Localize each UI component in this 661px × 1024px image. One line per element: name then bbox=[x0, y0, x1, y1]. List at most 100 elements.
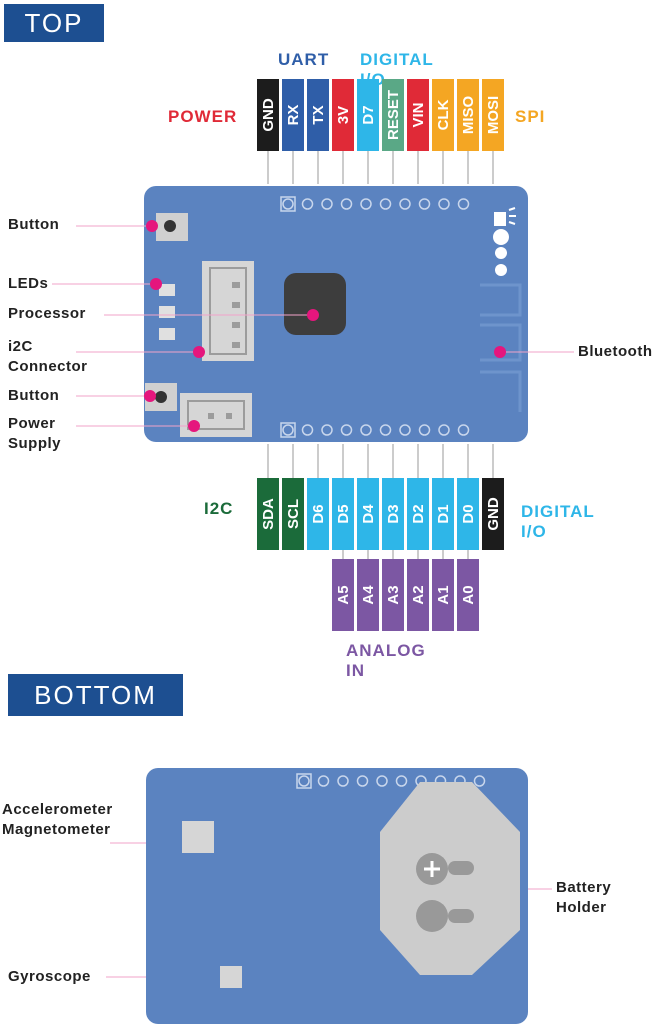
spi-group-label: SPI bbox=[515, 107, 546, 126]
top-pin-label: MISO bbox=[460, 96, 477, 135]
bottom-pin-box bbox=[457, 478, 479, 550]
top-pin-label: 3V bbox=[335, 106, 352, 124]
header-hole bbox=[282, 424, 294, 436]
top-pin-box bbox=[432, 79, 454, 151]
bottom-pin-label: D1 bbox=[435, 504, 452, 523]
bottom-pin-box bbox=[257, 478, 279, 550]
processor-chip bbox=[284, 273, 346, 335]
header-hole bbox=[473, 775, 486, 787]
header-hole bbox=[395, 775, 408, 787]
bottom-section-banner: BOTTOM bbox=[8, 674, 183, 716]
bottom-pin-label: D3 bbox=[385, 504, 402, 523]
uart-group-label: UART bbox=[278, 50, 330, 69]
header-hole bbox=[337, 775, 349, 787]
bottom-pin-box bbox=[332, 478, 354, 550]
top-pin-label: GND bbox=[260, 98, 277, 132]
bottom-pin-labels: SDA SCL D6 D5 D4 D3 D2 D1 D0 GND bbox=[257, 444, 504, 550]
bottom-pin-label: SCL bbox=[285, 499, 302, 529]
top-pin-box bbox=[332, 79, 354, 151]
bottom-pin-label: D6 bbox=[310, 504, 327, 523]
analog-pin-label: A5 bbox=[335, 585, 352, 604]
callout-battery-holder-line1: Battery bbox=[556, 879, 612, 896]
gyroscope-chip bbox=[220, 966, 242, 988]
callout-button-bottom: Button bbox=[8, 387, 60, 404]
top-pin-label: VIN bbox=[410, 102, 427, 127]
power-button-cap bbox=[155, 391, 167, 403]
bottom-pin-label: D5 bbox=[335, 504, 352, 523]
battery-holder bbox=[380, 782, 520, 975]
header-hole bbox=[379, 198, 392, 210]
header-hole-square bbox=[280, 196, 296, 212]
bottom-pin-box bbox=[432, 478, 454, 550]
header-hole bbox=[321, 424, 333, 436]
top-pin-box bbox=[482, 79, 504, 151]
power-group-label: POWER bbox=[168, 107, 238, 126]
top-section-banner: TOP bbox=[4, 4, 104, 42]
header-hole bbox=[321, 198, 333, 210]
led-3 bbox=[159, 328, 175, 340]
header-hole bbox=[301, 198, 314, 210]
analog-in-group-label: ANALOG IN bbox=[346, 641, 426, 680]
top-pin-box bbox=[307, 79, 329, 151]
top-header-holes bbox=[280, 196, 470, 212]
led-2 bbox=[159, 306, 175, 318]
header-hole bbox=[438, 424, 450, 436]
callout-gyroscope: Gyroscope bbox=[8, 968, 91, 985]
callout-accelerometer-line1: Accelerometer bbox=[2, 801, 113, 818]
header-hole bbox=[457, 424, 470, 436]
header-hole bbox=[399, 424, 411, 436]
header-hole bbox=[360, 424, 372, 436]
header-hole bbox=[340, 198, 353, 210]
bottom-pin-label: GND bbox=[485, 497, 502, 531]
header-hole-square bbox=[296, 773, 312, 789]
bottom-header-holes bbox=[280, 422, 470, 438]
callout-i2c-connector-line1: i2C bbox=[8, 338, 33, 355]
bottom-pin-box bbox=[482, 478, 504, 550]
callout-power-supply-line2: Supply bbox=[8, 435, 62, 452]
bottom-pin-label: D2 bbox=[410, 504, 427, 523]
callout-processor: Processor bbox=[8, 305, 86, 322]
top-pin-label: D7 bbox=[360, 105, 377, 124]
bottom-pin-label: D4 bbox=[360, 504, 377, 524]
header-hole bbox=[438, 198, 450, 210]
callout-leds: LEDs bbox=[8, 275, 49, 292]
analog-pin-label: A4 bbox=[360, 585, 377, 605]
header-hole bbox=[356, 775, 369, 787]
header-hole bbox=[298, 775, 310, 787]
bottom-pin-box bbox=[407, 478, 429, 550]
header-hole bbox=[418, 424, 431, 436]
bottom-pin-label: SDA bbox=[260, 498, 277, 530]
header-hole bbox=[418, 198, 431, 210]
callout-i2c-connector-line2: Connector bbox=[8, 358, 88, 375]
bottom-pin-box bbox=[307, 478, 329, 550]
bluetooth-antenna bbox=[480, 283, 522, 412]
analog-pin-box bbox=[382, 559, 404, 631]
top-pin-box bbox=[382, 79, 404, 151]
analog-pin-box bbox=[432, 559, 454, 631]
bottom-pin-label: D0 bbox=[460, 504, 477, 523]
header-hole bbox=[379, 424, 392, 436]
analog-pin-label: A1 bbox=[435, 585, 452, 604]
i2c-group-label: I2C bbox=[204, 499, 234, 518]
accelerometer-chip bbox=[182, 821, 214, 853]
bottom-pin-box bbox=[357, 478, 379, 550]
led-1 bbox=[159, 284, 175, 296]
header-hole bbox=[399, 198, 411, 210]
header-hole bbox=[376, 775, 388, 787]
header-hole bbox=[360, 198, 372, 210]
analog-pin-box bbox=[357, 559, 379, 631]
callout-bluetooth: Bluetooth bbox=[578, 343, 653, 360]
reset-button-cap bbox=[164, 220, 176, 232]
top-pin-label: RESET bbox=[385, 90, 402, 140]
top-pin-box bbox=[282, 79, 304, 151]
bottom-pin-box bbox=[282, 478, 304, 550]
header-hole bbox=[457, 198, 470, 210]
board-logo bbox=[493, 207, 516, 276]
header-hole bbox=[301, 424, 314, 436]
callout-battery-holder-line2: Holder bbox=[556, 899, 607, 916]
callout-power-supply-line1: Power bbox=[8, 415, 56, 432]
analog-pin-label: A0 bbox=[460, 585, 477, 604]
top-pin-box bbox=[407, 79, 429, 151]
